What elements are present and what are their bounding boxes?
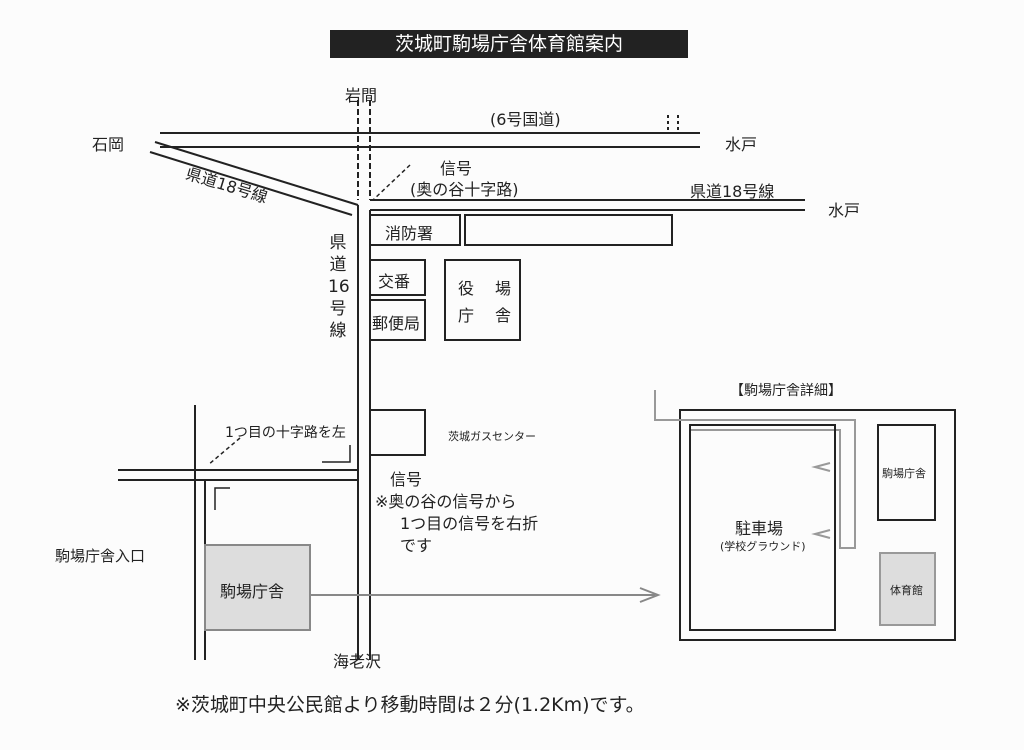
note-line: 1つ目の信号を右折 <box>400 514 539 533</box>
map-title: 茨城町駒場庁舎体育館案内 <box>330 30 688 58</box>
char: 号 <box>329 299 347 319</box>
label-mito: 水戸 <box>725 135 758 154</box>
label-parking-sub: (学校グラウンド) <box>720 540 806 553</box>
label-fire-station: 消防署 <box>385 224 434 243</box>
label-parking: 駐車場 <box>735 519 784 538</box>
label-turn-left: 1つ目の十字路を左 <box>225 425 346 441</box>
label-route6: (6号国道) <box>490 110 561 129</box>
label-yakuba: 場 <box>495 279 512 298</box>
label-yakuba: 舎 <box>495 306 512 325</box>
char: 16 <box>328 277 350 297</box>
char: 道 <box>329 255 347 275</box>
label-gas-center: 茨城ガスセンター <box>448 430 536 443</box>
label-mito: 水戸 <box>828 201 861 220</box>
detail-heading: 【駒場庁舎詳細】 <box>730 383 842 399</box>
label-iwama: 岩間 <box>345 86 378 105</box>
label-gym: 体育館 <box>890 584 923 597</box>
label-office: 駒場庁舎 <box>882 467 926 480</box>
note-line: ※奥の谷の信号から <box>375 492 517 511</box>
label-post-office: 郵便局 <box>372 314 421 333</box>
label-koban: 交番 <box>378 272 411 291</box>
label-ebisawa: 海老沢 <box>333 652 382 671</box>
label-yakuba: 役 <box>458 279 475 298</box>
label-komaba: 駒場庁舎 <box>220 582 285 601</box>
label-yakuba: 庁 <box>458 306 475 325</box>
label-signal: 信号 <box>440 159 473 178</box>
label-pref18: 県道18号線 <box>690 182 775 201</box>
footer-note: ※茨城町中央公民館より移動時間は２分(1.2Km)です。 <box>175 694 645 716</box>
label-signal-sub: (奥の谷十字路) <box>410 180 519 199</box>
note-line: です <box>400 536 433 555</box>
label-entrance: 駒場庁舎入口 <box>55 547 146 565</box>
char: 線 <box>329 321 347 341</box>
char: 県 <box>329 233 347 253</box>
label-ishioka: 石岡 <box>92 135 125 154</box>
label-signal2: 信号 <box>390 470 423 489</box>
